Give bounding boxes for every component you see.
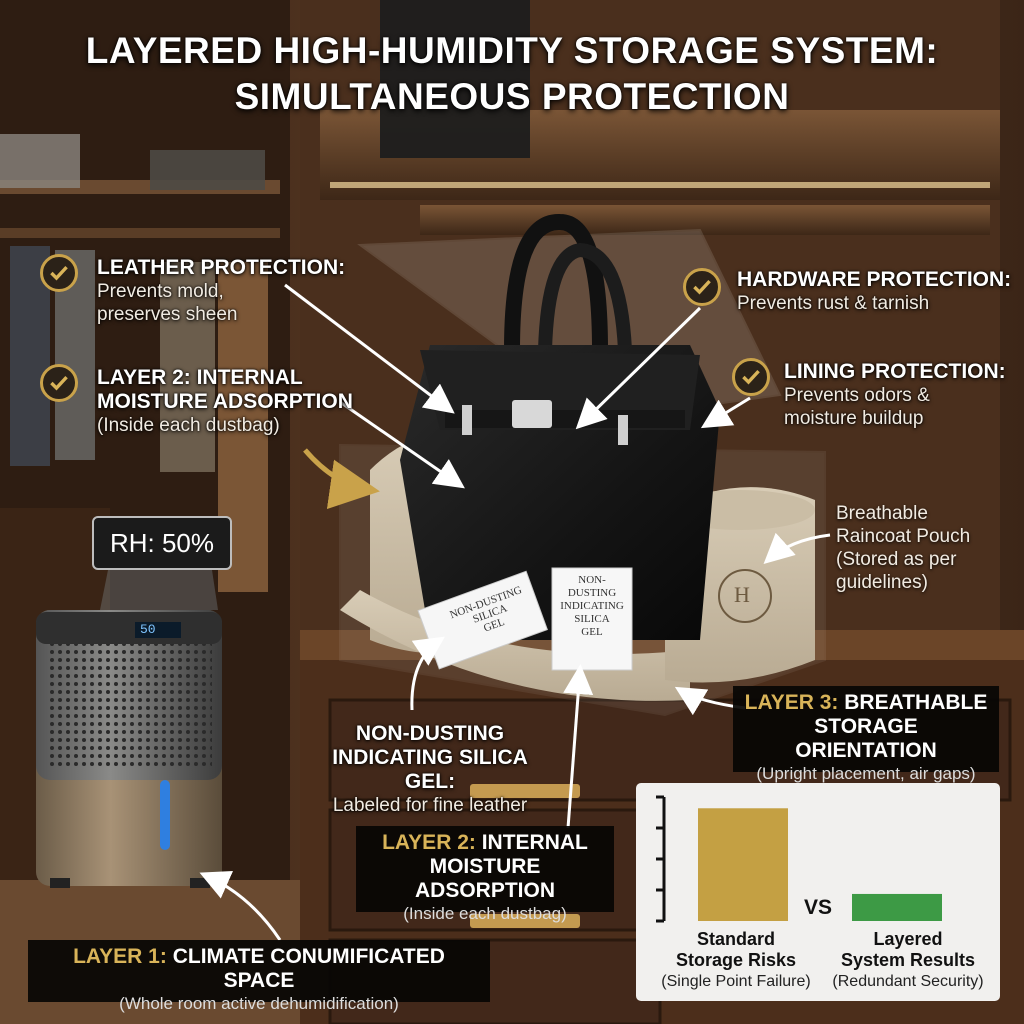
- packet-right-line1: NON-: [578, 574, 606, 586]
- silica-packet-right: NON- DUSTING INDICATING SILICA GEL: [556, 574, 628, 639]
- packet-right-line4: SILICA: [574, 613, 610, 625]
- standard-line2: Storage Risks: [675, 950, 797, 970]
- layer1-sub: (Whole room active dehumidification): [119, 994, 399, 1013]
- category-label-layered: Layered System Results (Redundant Securi…: [822, 929, 994, 992]
- raincoat-line2: Raincoat Pouch: [836, 526, 971, 547]
- vs-label: VS: [804, 896, 833, 919]
- hardware-protection-heading: HARDWARE PROTECTION:: [737, 268, 1012, 291]
- raincoat-line1: Breathable: [836, 503, 928, 524]
- dehumidifier-display: 50: [140, 622, 156, 637]
- standard-line1: Standard: [696, 929, 775, 949]
- check-icon: [732, 358, 770, 396]
- layer2-heading-2: MOISTURE ADSORPTION: [414, 855, 555, 902]
- raincoat-pouch-callout: Breathable Raincoat Pouch (Stored as per…: [836, 502, 970, 594]
- leather-protection-line2: preserves sheen: [97, 304, 238, 325]
- layer2-box: LAYER 2: INTERNAL MOISTURE ADSORPTION (I…: [356, 826, 614, 923]
- silica-gel-callout: NON-DUSTING INDICATING SILICA GEL: Label…: [310, 722, 550, 817]
- lining-protection-line2: moisture buildup: [784, 408, 924, 429]
- raincoat-line4: guidelines): [836, 572, 928, 593]
- check-icon: [40, 364, 78, 402]
- page-title: LAYERED HIGH-HUMIDITY STORAGE SYSTEM: SI…: [0, 28, 1024, 120]
- packet-right-line5: GEL: [581, 626, 603, 638]
- layer2-heading-1: INTERNAL: [481, 831, 588, 854]
- layer2-top-sub: (Inside each dustbag): [97, 415, 280, 436]
- layer1-prefix: LAYER 1:: [73, 945, 167, 968]
- layer2-top-heading-2: MOISTURE ADSORPTION: [97, 390, 353, 413]
- bar-layered-system: [852, 893, 942, 921]
- leather-protection-callout: LEATHER PROTECTION: Prevents mold, prese…: [97, 256, 345, 326]
- silica-heading-1: NON-DUSTING: [355, 722, 505, 745]
- leather-protection-heading: LEATHER PROTECTION:: [97, 256, 346, 279]
- rh-readout: RH: 50%: [92, 516, 232, 570]
- layer2-top-heading-1: LAYER 2: INTERNAL: [97, 366, 303, 389]
- lining-protection-heading: LINING PROTECTION:: [784, 360, 1006, 383]
- layer3-sub: (Upright placement, air gaps): [756, 764, 976, 783]
- layer1-heading: CLIMATE CONUMIFICATED SPACE: [172, 945, 445, 992]
- layered-line1: Layered: [873, 929, 943, 949]
- layer3-heading-1: BREATHABLE: [844, 691, 988, 714]
- leather-protection-line1: Prevents mold,: [97, 281, 224, 302]
- title-line-1: LAYERED HIGH-HUMIDITY STORAGE SYSTEM:: [85, 30, 939, 71]
- check-icon: [40, 254, 78, 292]
- standard-subtitle: (Single Point Failure): [661, 973, 811, 990]
- layer3-prefix: LAYER 3:: [744, 691, 839, 714]
- title-line-2: SIMULTANEOUS PROTECTION: [234, 76, 790, 117]
- packet-right-line2: DUSTING: [567, 587, 617, 599]
- layer3-heading-2: STORAGE ORIENTATION: [795, 715, 937, 762]
- silica-sub: Labeled for fine leather: [332, 795, 528, 816]
- layered-line2: System Results: [840, 950, 976, 970]
- layer3-box: LAYER 3: BREATHABLE STORAGE ORIENTATION …: [733, 686, 999, 783]
- lining-protection-line1: Prevents odors &: [784, 385, 930, 406]
- silica-heading-2: INDICATING SILICA GEL:: [332, 746, 528, 793]
- dustbag-logo: H: [734, 582, 750, 607]
- hardware-protection-sub: Prevents rust & tarnish: [737, 293, 930, 314]
- layer2-prefix: LAYER 2:: [382, 831, 476, 854]
- check-icon: [683, 268, 721, 306]
- raincoat-line3: (Stored as per: [836, 549, 957, 570]
- layer2-top-callout: LAYER 2: INTERNAL MOISTURE ADSORPTION (I…: [97, 366, 353, 437]
- packet-right-line3: INDICATING: [560, 600, 624, 612]
- layered-subtitle: (Redundant Security): [832, 973, 984, 990]
- chart-plot: [656, 795, 942, 923]
- bar-standard-storage: [698, 808, 788, 921]
- layer1-box: LAYER 1: CLIMATE CONUMIFICATED SPACE (Wh…: [28, 940, 490, 1013]
- layer2-sub: (Inside each dustbag): [403, 904, 567, 923]
- category-label-standard: Standard Storage Risks (Single Point Fai…: [646, 929, 826, 992]
- lining-protection-callout: LINING PROTECTION: Prevents odors & mois…: [784, 360, 1006, 430]
- comparison-chart: VS Standard Storage Risks (Single Point …: [636, 783, 1000, 1001]
- hardware-protection-callout: HARDWARE PROTECTION: Prevents rust & tar…: [737, 268, 1011, 315]
